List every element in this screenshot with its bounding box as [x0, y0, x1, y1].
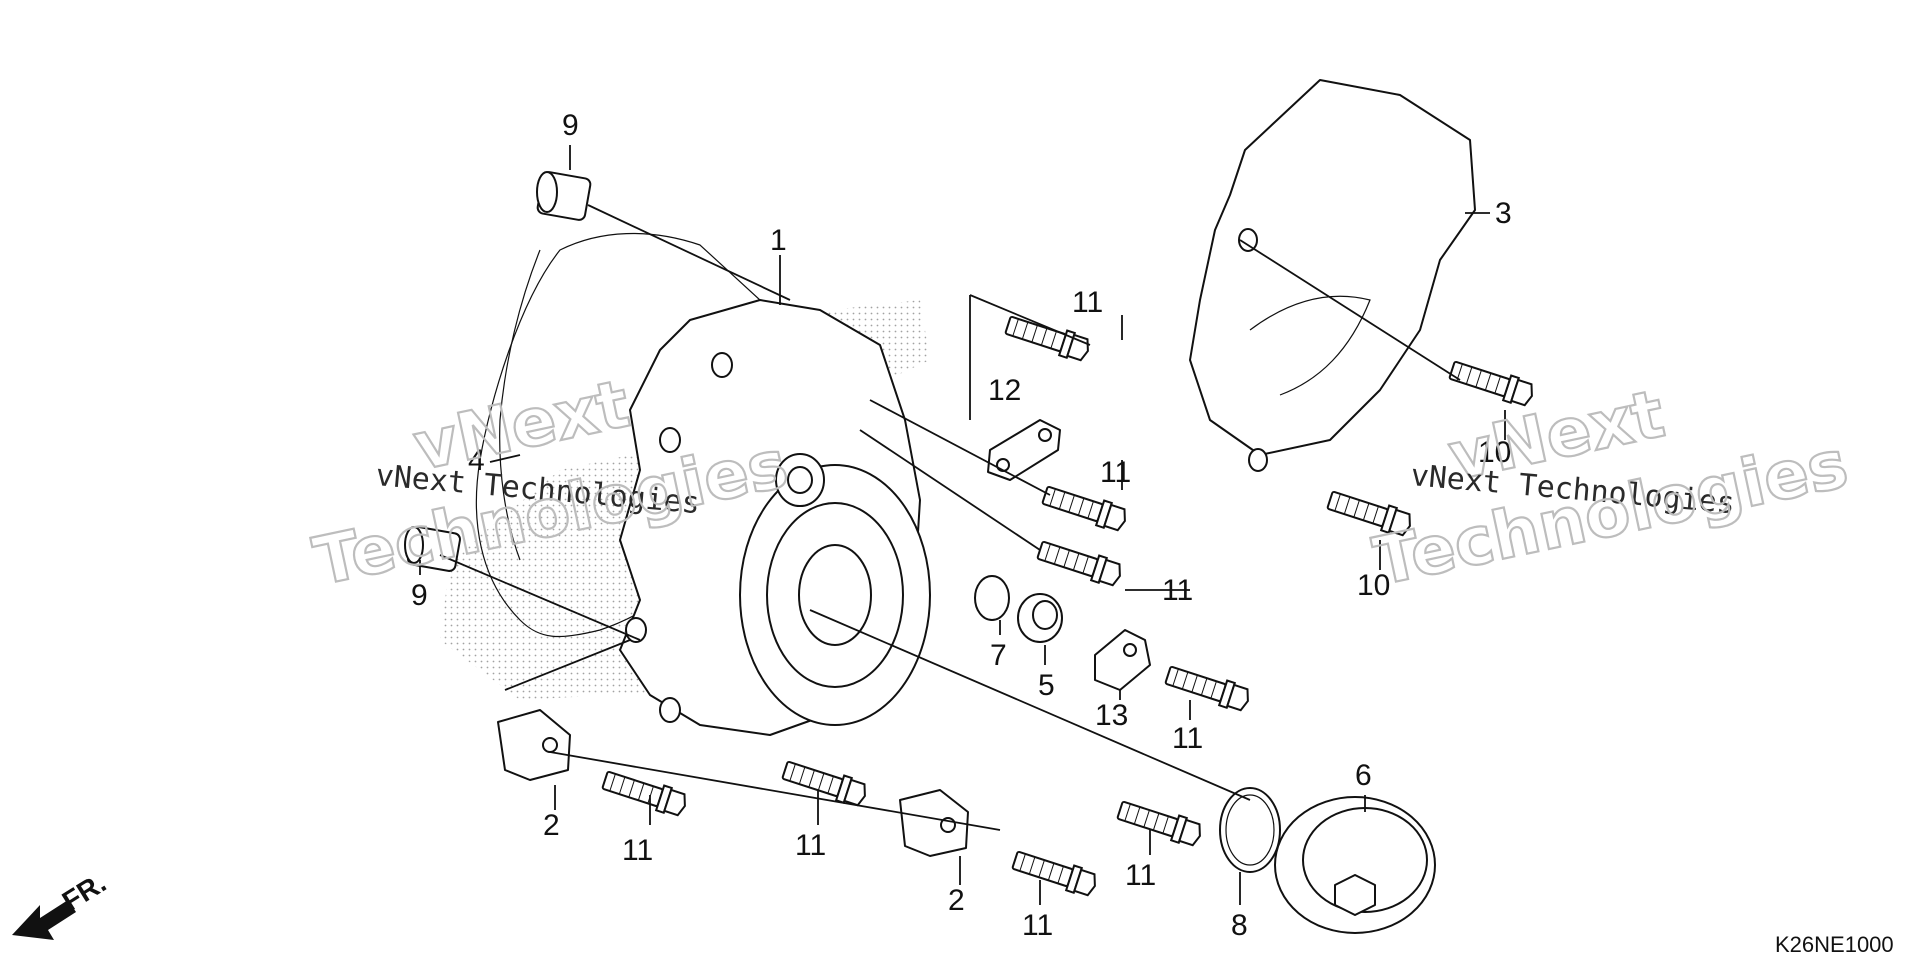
large-plug-cap [1274, 796, 1436, 934]
small-o-ring [974, 575, 1010, 621]
callout-1: 1 [770, 224, 787, 257]
bolt-11-a [1002, 311, 1093, 365]
bolt-11-c [1034, 536, 1125, 590]
bolt-11-b [1039, 481, 1130, 535]
callouts: 1 2 2 3 4 5 6 7 8 9 9 10 10 11 11 11 11 … [411, 109, 1512, 942]
callout-13: 13 [1095, 699, 1128, 732]
callout-7: 7 [990, 639, 1007, 672]
callout-8: 8 [1231, 909, 1248, 942]
callout-9-upper: 9 [562, 109, 579, 142]
callout-3: 3 [1495, 197, 1512, 230]
callout-11-h: 11 [1022, 909, 1053, 942]
dowel-pin-upper [536, 171, 592, 221]
bolt-10-a [1446, 356, 1537, 410]
callout-6: 6 [1355, 759, 1372, 792]
callout-11-b: 11 [1100, 456, 1131, 489]
callout-12: 12 [988, 374, 1021, 407]
callout-11-a: 11 [1072, 286, 1103, 319]
callout-10-lower: 10 [1357, 569, 1390, 602]
callout-11-d: 11 [1172, 722, 1203, 755]
bolt-11-f [779, 756, 870, 810]
sprocket-cover [1189, 79, 1476, 472]
small-cap [1017, 593, 1063, 643]
callout-5: 5 [1038, 669, 1055, 702]
left-crankcase-cover [619, 299, 931, 736]
clamp-left [497, 709, 571, 781]
dowel-pin-lower [404, 526, 461, 572]
watermark-right: vNext vNext Technologies Technologies [1366, 374, 1855, 602]
callout-11-f: 11 [795, 829, 826, 862]
bolt-11-h [1009, 846, 1100, 900]
callout-4: 4 [468, 444, 485, 477]
callout-10-upper: 10 [1478, 436, 1511, 469]
front-direction-arrow-icon [12, 900, 76, 940]
bracket [1094, 629, 1151, 691]
leader-lines [419, 145, 1506, 905]
plate [987, 419, 1061, 481]
callout-9-lower: 9 [411, 579, 428, 612]
bolt-11-e [599, 766, 690, 820]
callout-11-c: 11 [1162, 574, 1193, 607]
bolt-11-g [1114, 796, 1205, 850]
callout-11-g: 11 [1125, 859, 1156, 892]
callout-11-e: 11 [622, 834, 653, 867]
callout-2-left: 2 [543, 809, 560, 842]
bolt-11-d [1162, 661, 1253, 715]
large-o-ring [1219, 787, 1281, 873]
callout-2-right: 2 [948, 884, 965, 917]
diagram-code: K26NE1000 [1775, 932, 1894, 957]
